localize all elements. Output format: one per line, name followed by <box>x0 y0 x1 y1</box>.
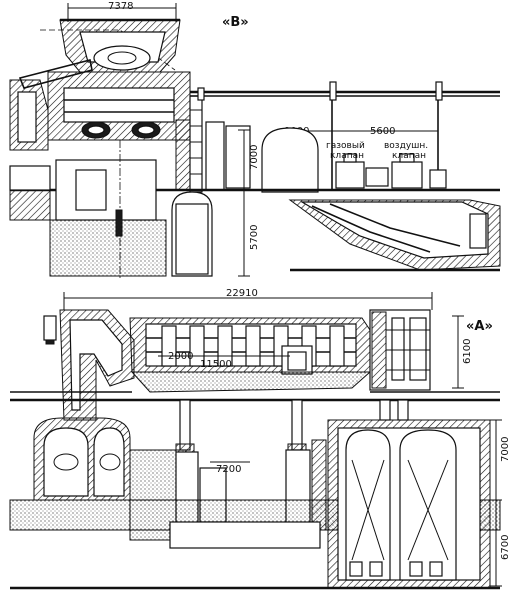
dim-22910: 22910 <box>226 288 258 299</box>
section-a-left-regenerator <box>33 417 131 501</box>
gas-valve-label-2: клапан <box>330 151 364 161</box>
section-a-left-uptake <box>43 309 135 421</box>
flue-channel <box>288 199 501 272</box>
gas-valve: газовый клапан <box>326 141 365 189</box>
dim-6100: 6100 <box>462 339 473 364</box>
dim-7200: 7200 <box>216 464 241 475</box>
section-a-right-regenerator <box>327 419 491 589</box>
section-b-frame <box>175 95 251 193</box>
section-a-view: «A» 22910 <box>9 288 511 590</box>
dim-5700-b: 5700 <box>249 225 260 250</box>
dim-5600: 5600 <box>370 126 395 137</box>
section-b-foundation <box>49 140 213 280</box>
dim-7000-b: 7000 <box>249 145 260 170</box>
dim-2000: 2000 <box>168 351 193 362</box>
dim-7378: 7378 <box>108 1 133 12</box>
dim-7000-a: 7000 <box>500 437 511 462</box>
section-a-right-uptake <box>369 309 431 391</box>
section-a-furnace <box>129 317 372 393</box>
gas-valve-label-1: газовый <box>326 141 365 151</box>
top-vessel <box>59 18 181 73</box>
air-valve-label-2: клапан <box>392 151 426 161</box>
air-valve-label-1: воздушн. <box>384 141 428 151</box>
section-b-title: «B» <box>222 15 249 30</box>
dim-6700-a: 6700 <box>500 535 511 560</box>
section-b-body <box>47 71 191 141</box>
dim-11500: 11500 <box>200 359 232 370</box>
air-valve: воздушн. клапан <box>384 141 428 189</box>
section-b-view: «B» 7378 <box>9 1 501 280</box>
section-a-title: «A» <box>466 319 493 334</box>
